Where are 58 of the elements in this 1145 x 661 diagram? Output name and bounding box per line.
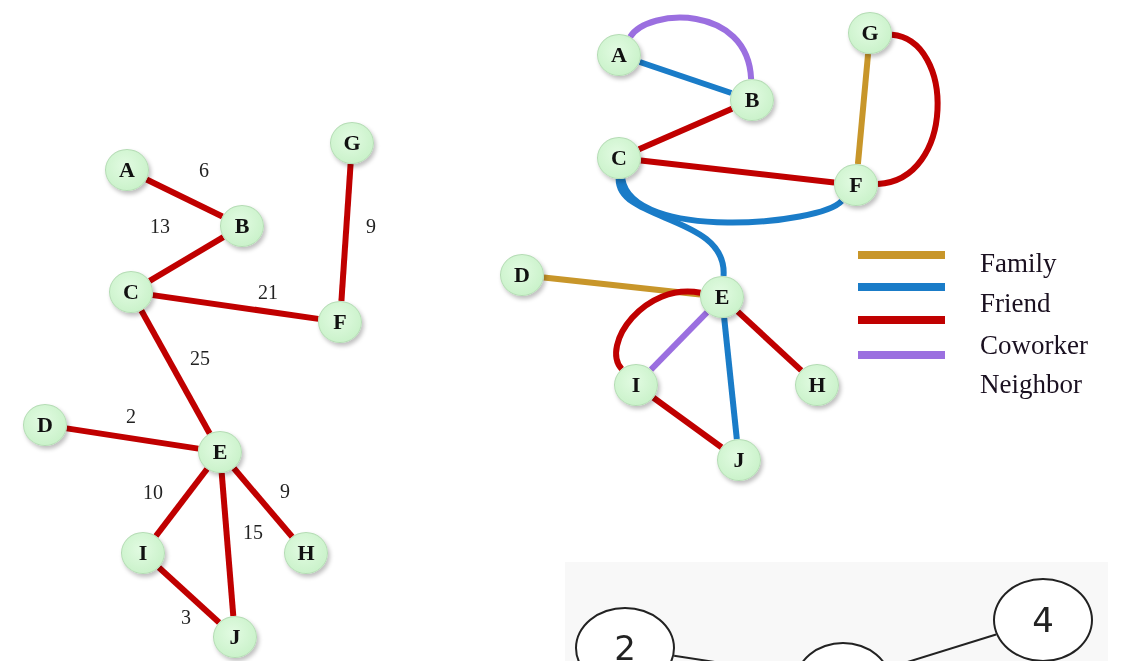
edge-label: 9 bbox=[366, 216, 376, 236]
connector-line bbox=[619, 177, 844, 226]
connector-line bbox=[156, 565, 222, 625]
graph-node: J bbox=[213, 616, 257, 658]
connector-line bbox=[638, 59, 733, 96]
edge-label: 15 bbox=[243, 522, 263, 542]
graph-node: G bbox=[848, 12, 892, 54]
graph-node: F bbox=[318, 301, 362, 343]
graph-node: E bbox=[198, 431, 242, 473]
edge-label: 9 bbox=[280, 481, 290, 501]
connector-line bbox=[854, 53, 872, 165]
graph-node: C bbox=[597, 137, 641, 179]
connector-line bbox=[66, 425, 199, 452]
graph-node: I bbox=[614, 364, 658, 406]
connector-line bbox=[153, 467, 210, 538]
graph-node: D bbox=[500, 254, 544, 296]
connector-line bbox=[613, 288, 701, 371]
edge-label: 21 bbox=[258, 282, 278, 302]
connector-line bbox=[721, 317, 740, 440]
connector-line bbox=[640, 157, 835, 186]
edge-label: 6 bbox=[199, 160, 209, 180]
connector-line bbox=[648, 310, 710, 372]
connector-line bbox=[231, 466, 295, 539]
connector-line bbox=[338, 163, 354, 302]
graph-node: J bbox=[717, 439, 761, 481]
edge-label: 2 bbox=[126, 406, 136, 426]
connector-line bbox=[543, 274, 701, 298]
connector-line bbox=[152, 292, 319, 322]
connector-line bbox=[637, 105, 734, 153]
connector-line bbox=[877, 31, 941, 187]
graph-node: D bbox=[23, 404, 67, 446]
edge-label: 13 bbox=[150, 216, 170, 236]
edge-label: 25 bbox=[190, 348, 210, 368]
graph-node: C bbox=[109, 271, 153, 313]
connector-line bbox=[735, 309, 804, 373]
legend-label: Coworker bbox=[980, 332, 1088, 359]
legend-label: Family bbox=[980, 250, 1057, 277]
connector-line bbox=[627, 14, 755, 80]
graph-node: B bbox=[730, 79, 774, 121]
connector-line bbox=[138, 309, 213, 435]
graph-node: A bbox=[597, 34, 641, 76]
legend-label: Neighbor bbox=[980, 371, 1082, 398]
connector-line bbox=[148, 234, 225, 284]
edge-label: 10 bbox=[143, 482, 163, 502]
connector-line bbox=[145, 176, 224, 220]
legend-label: Friend bbox=[980, 290, 1051, 317]
graph-node: F bbox=[834, 164, 878, 206]
connector-line bbox=[218, 472, 237, 617]
connector-line bbox=[651, 395, 724, 450]
graph-node: I bbox=[121, 532, 165, 574]
connector-line bbox=[615, 178, 727, 277]
graph-node: H bbox=[795, 364, 839, 406]
edge-label: 3 bbox=[181, 607, 191, 627]
graph-node: B bbox=[220, 205, 264, 247]
graph-node: A bbox=[105, 149, 149, 191]
graph-node: G bbox=[330, 122, 374, 164]
graph-node: E bbox=[700, 276, 744, 318]
graph-node: H bbox=[284, 532, 328, 574]
